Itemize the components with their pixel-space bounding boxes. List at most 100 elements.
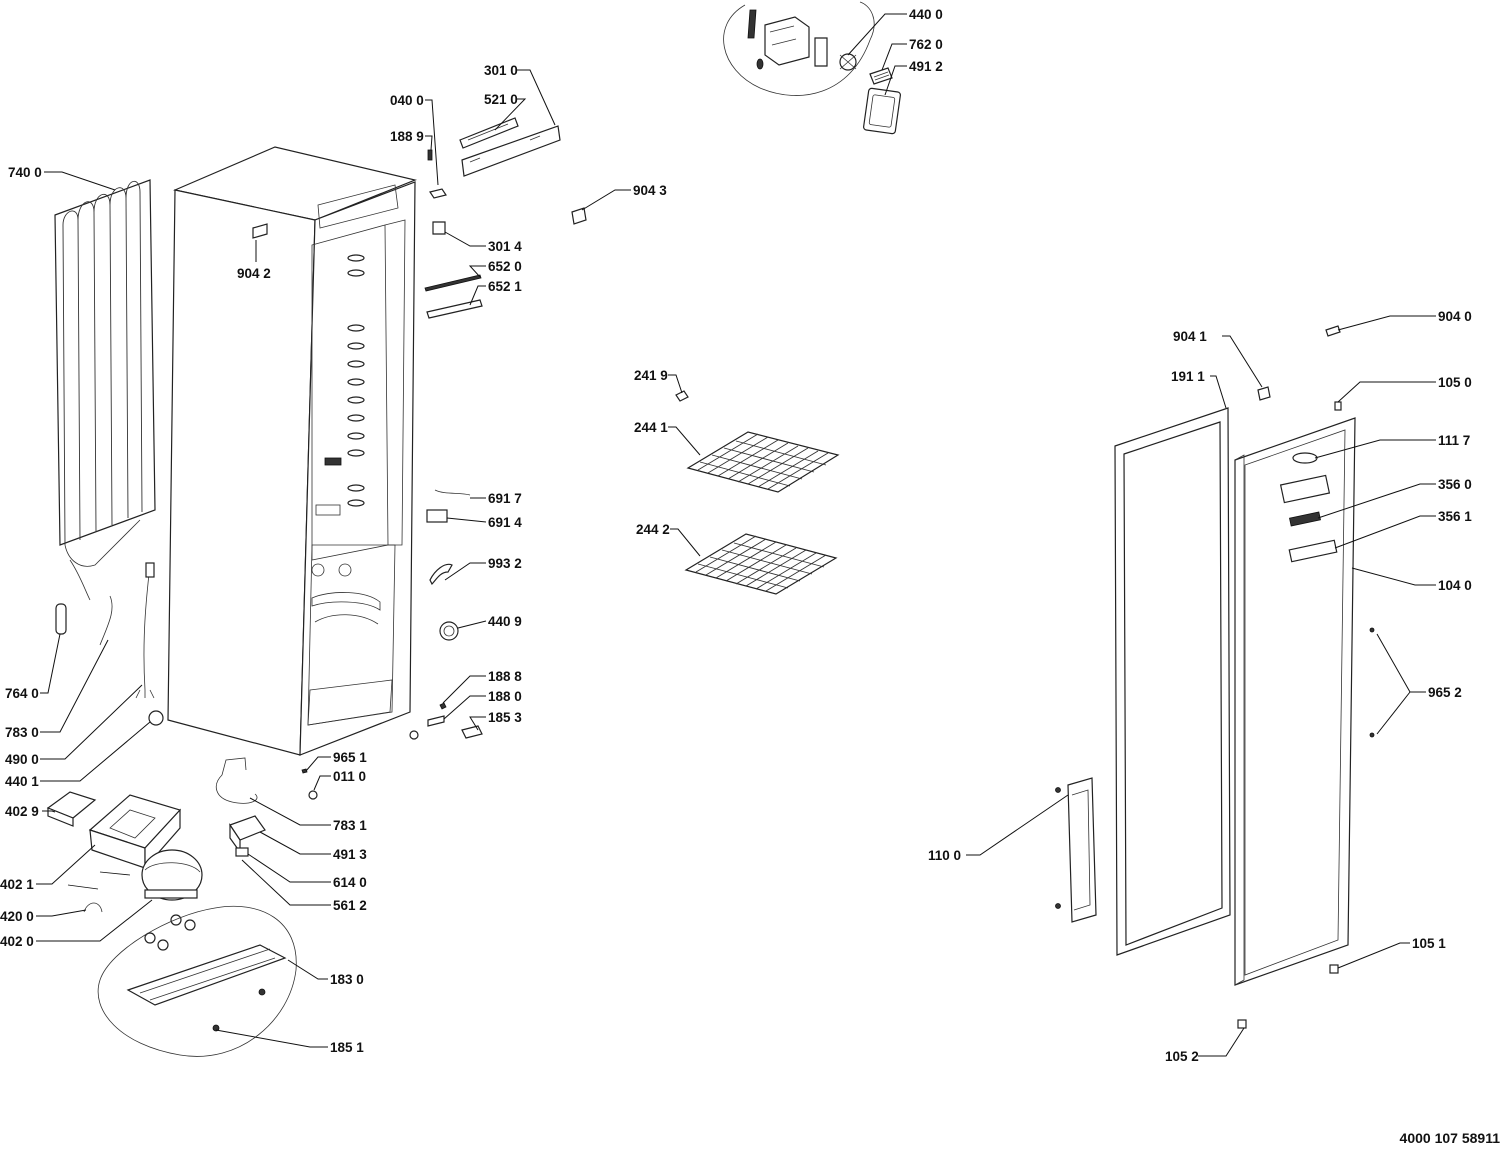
part-9043 <box>571 207 587 225</box>
shelf-2441 <box>686 431 840 493</box>
label-6140: 614 0 <box>333 875 367 890</box>
label-9041: 904 1 <box>1173 329 1207 344</box>
part-0110 <box>308 790 318 800</box>
label-1100: 110 0 <box>928 848 961 863</box>
part-1052 <box>1237 1019 1247 1029</box>
display-window <box>1279 474 1331 504</box>
label-3561: 356 1 <box>1438 509 1472 524</box>
liner-vents <box>347 254 365 507</box>
label-1880: 188 0 <box>488 689 522 704</box>
part-3010 <box>461 125 561 177</box>
label-6917: 691 7 <box>488 491 522 506</box>
part-7640 <box>55 603 67 635</box>
part-6520 <box>424 274 482 292</box>
document-number: 4000 107 58911 <box>1399 1130 1500 1146</box>
leader-lines <box>36 13 1436 1057</box>
part-7830 <box>99 595 113 646</box>
label-3014: 301 4 <box>488 239 522 254</box>
part-1889 <box>427 149 433 161</box>
label-1889: 188 9 <box>390 129 424 144</box>
part-7620 <box>869 67 893 85</box>
compressor <box>141 849 203 901</box>
part-3561 <box>1288 539 1338 563</box>
part-9932 <box>429 563 453 586</box>
label-0400: 040 0 <box>390 93 424 108</box>
part-3014 <box>432 221 446 235</box>
label-9652: 965 2 <box>1428 685 1462 700</box>
part-4900-power-cord <box>135 562 155 699</box>
label-1040: 104 0 <box>1438 578 1472 593</box>
label-7640: 764 0 <box>5 686 39 701</box>
label-7620: 762 0 <box>909 37 943 52</box>
door-gasket <box>1114 407 1231 956</box>
door-panel <box>1234 417 1375 986</box>
label-5612: 561 2 <box>333 898 367 913</box>
label-4912: 491 2 <box>909 59 943 74</box>
label-4913: 491 3 <box>333 847 367 862</box>
label-2442: 244 2 <box>636 522 670 537</box>
label-4409: 440 9 <box>488 614 522 629</box>
label-7400: 740 0 <box>8 165 42 180</box>
label-1911: 191 1 <box>1171 369 1205 384</box>
label-4200: 420 0 <box>0 909 34 924</box>
label-6520: 652 0 <box>488 259 522 274</box>
part-labels: 440 0 762 0 491 2 301 0 521 0 040 0 188 … <box>0 7 1472 1064</box>
label-4020: 402 0 <box>0 934 34 949</box>
part-9040 <box>1325 325 1341 337</box>
part-4401 <box>148 710 164 726</box>
label-1851: 185 1 <box>330 1040 364 1055</box>
label-9040: 904 0 <box>1438 309 1472 324</box>
part-6917 <box>434 489 471 496</box>
label-2441: 244 1 <box>634 420 668 435</box>
part-3560 <box>1289 511 1321 527</box>
part-6914 <box>426 509 448 523</box>
refrigerator-cabinet <box>167 146 417 756</box>
label-9932: 993 2 <box>488 556 522 571</box>
part-1880 <box>427 715 445 727</box>
label-9042: 904 2 <box>237 266 271 281</box>
label-4400: 440 0 <box>909 7 943 22</box>
part-1051 <box>1329 964 1339 974</box>
part-6521 <box>426 299 483 319</box>
label-7831: 783 1 <box>333 818 367 833</box>
label-1117: 111 7 <box>1438 433 1470 448</box>
label-5210: 521 0 <box>484 92 518 107</box>
part-4409 <box>439 621 459 641</box>
label-1052: 105 2 <box>1165 1049 1199 1064</box>
label-1830: 183 0 <box>330 972 364 987</box>
label-9651: 965 1 <box>333 750 367 765</box>
part-1853 <box>461 725 483 739</box>
part-9651 <box>301 768 308 774</box>
part-1830-base <box>97 905 297 1057</box>
part-9042 <box>252 223 268 239</box>
label-1853: 185 3 <box>488 710 522 725</box>
label-9043: 904 3 <box>633 183 667 198</box>
part-6140 <box>235 847 249 857</box>
label-6914: 691 4 <box>488 515 522 530</box>
label-3010: 301 0 <box>484 63 518 78</box>
part-4200 <box>83 902 103 913</box>
label-7830: 783 0 <box>5 725 39 740</box>
shelf-2442 <box>684 533 838 595</box>
part-1050 <box>1334 401 1342 411</box>
label-4900: 490 0 <box>5 752 39 767</box>
label-0110: 011 0 <box>333 769 366 784</box>
condenser-coil <box>54 179 156 601</box>
label-3560: 356 0 <box>1438 477 1472 492</box>
part-1888 <box>439 702 447 710</box>
label-4029: 402 9 <box>5 804 39 819</box>
label-6521: 652 1 <box>488 279 522 294</box>
fan-assembly-group <box>723 1 875 96</box>
label-2419: 241 9 <box>634 368 668 383</box>
label-4401: 440 1 <box>5 774 39 789</box>
label-1888: 188 8 <box>488 669 522 684</box>
part-7831 <box>215 757 258 804</box>
door-handle <box>1055 777 1097 923</box>
label-4021: 402 1 <box>0 877 34 892</box>
label-1051: 105 1 <box>1412 936 1446 951</box>
part-9041 <box>1257 386 1271 401</box>
label-1050: 105 0 <box>1438 375 1472 390</box>
part-0400 <box>429 188 447 199</box>
part-4912 <box>863 87 901 135</box>
